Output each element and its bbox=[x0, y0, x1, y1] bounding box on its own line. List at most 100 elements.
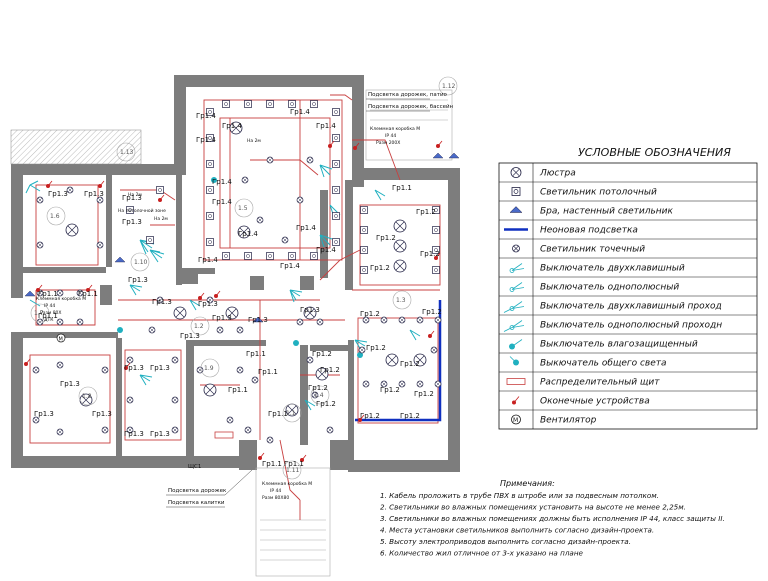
ceiling-light-icon bbox=[432, 246, 440, 254]
end-device-icon bbox=[434, 252, 441, 260]
ceiling-light-icon bbox=[206, 212, 214, 220]
note-item: 3. Светильники во влажных помещениях дол… bbox=[380, 514, 725, 523]
group-label: Гр1.1 bbox=[38, 290, 58, 298]
svg-text:1.1: 1.1 bbox=[286, 410, 296, 417]
chandelier-icon bbox=[79, 393, 93, 407]
legend-label: Выкючатель общего света bbox=[540, 359, 667, 369]
room-number-tag: 1.5 bbox=[234, 198, 254, 218]
group-label: Гр1.3 bbox=[212, 314, 232, 322]
waterproof-switches bbox=[117, 177, 363, 358]
ceiling-light-icon bbox=[146, 236, 154, 244]
ceiling-light-icon bbox=[332, 160, 340, 168]
room-number-tag: 1.1 bbox=[282, 403, 302, 423]
svg-text:1.3: 1.3 bbox=[396, 297, 406, 304]
spot-light-icon bbox=[101, 426, 109, 434]
box-bottom-3: Разм 80Х80 bbox=[262, 495, 289, 501]
ceiling-light-icon bbox=[360, 266, 368, 274]
box-left-4: ДТК bbox=[44, 317, 54, 323]
svg-text:1.13: 1.13 bbox=[120, 149, 134, 156]
room-numbers: 1.131.61.101.51.31.71.21.81.91.11.41.111… bbox=[30, 76, 458, 480]
switch-double-pass-icon bbox=[503, 301, 525, 313]
spot-light-icon bbox=[380, 380, 388, 388]
spot-light-icon bbox=[362, 380, 370, 388]
note-height-a: На 2м bbox=[247, 138, 261, 144]
notes: Примечания: 1. Кабель проложить в трубе … bbox=[380, 479, 725, 558]
group-label: Гр1.4 bbox=[222, 122, 242, 130]
group-label: Гр1.1 bbox=[258, 368, 278, 376]
chandelier-icon bbox=[225, 306, 239, 320]
spot-light-icon bbox=[96, 241, 104, 249]
end-device-icon bbox=[24, 358, 31, 366]
ceiling-light-icon bbox=[156, 186, 164, 194]
spot-light-icon bbox=[380, 316, 388, 324]
chandelier-icon bbox=[237, 225, 251, 239]
svg-text:1.9: 1.9 bbox=[204, 365, 214, 372]
spot-light-icon bbox=[76, 289, 84, 297]
group-label: Гр1.4 bbox=[238, 230, 258, 238]
note-item: 1. Кабель проложить в трубе ПВХ в штробе… bbox=[380, 491, 659, 500]
spot-light-icon bbox=[126, 396, 134, 404]
fan-icon: M bbox=[56, 333, 66, 343]
chandelier-icon bbox=[173, 306, 187, 320]
svg-text:1.12: 1.12 bbox=[442, 83, 456, 90]
spot-light-icon bbox=[316, 318, 324, 326]
group-label: Гр1.1 bbox=[262, 460, 282, 468]
group-label: Гр1.2 bbox=[312, 350, 332, 358]
ceiling-light-icon bbox=[126, 206, 134, 214]
end-device-icon bbox=[258, 452, 265, 460]
notes-heading: Примечания: bbox=[500, 479, 555, 488]
callout-top-2: Подсветка дорожек, бассейн bbox=[368, 103, 454, 110]
box-bottom-2: IP 44 bbox=[270, 488, 281, 494]
room-number-tag: 1.13 bbox=[116, 142, 136, 162]
svg-text:1.8: 1.8 bbox=[82, 393, 92, 400]
group-label: Гр1.1 bbox=[78, 290, 98, 298]
wiring bbox=[29, 94, 441, 520]
room-number-tag: 1.2 bbox=[190, 316, 210, 336]
wall-sconce-icon bbox=[24, 290, 36, 297]
spot-light-icon bbox=[66, 186, 74, 194]
legend-label: Оконечные устройства bbox=[540, 397, 650, 407]
spot-light-icon bbox=[236, 366, 244, 374]
walls bbox=[11, 75, 460, 472]
room-number-tag: 1.12 bbox=[438, 76, 458, 96]
svg-text:1.10: 1.10 bbox=[134, 259, 148, 266]
spot-light-icon bbox=[306, 156, 314, 164]
end-device-icon bbox=[46, 180, 53, 188]
ceiling-light-icon bbox=[222, 252, 230, 260]
spot-light-icon bbox=[241, 176, 249, 184]
ceiling-light-icon bbox=[288, 100, 296, 108]
chandelier-icon bbox=[510, 167, 522, 178]
svg-text:M: M bbox=[513, 417, 518, 424]
ceiling-light-icon bbox=[222, 100, 230, 108]
group-label: Гр1.2 bbox=[420, 250, 440, 258]
spot-light-icon bbox=[434, 316, 442, 324]
group-label: Гр1.2 bbox=[400, 360, 420, 368]
legend-label: Выключатель двухклавишный проход bbox=[540, 302, 722, 312]
group-label: Гр1.2 bbox=[360, 412, 380, 420]
legend-label: Выключатель двухклавишный bbox=[540, 264, 685, 274]
spot-light-icon bbox=[256, 216, 264, 224]
spot-light-icon bbox=[281, 236, 289, 244]
group-label: Гр1.3 bbox=[300, 306, 320, 314]
callout-bottom-2: Подсветка калитки bbox=[168, 500, 225, 506]
group-label: Гр1.2 bbox=[360, 310, 380, 318]
spot-light-icon bbox=[296, 318, 304, 326]
legend-label: Выключатель однополюсный проходн bbox=[540, 321, 722, 331]
room-number-tag: 1.9 bbox=[200, 358, 220, 378]
legend-label: Светильник точечный bbox=[540, 245, 645, 255]
note-item: 5. Высоту электроприводов выполнить согл… bbox=[380, 537, 631, 546]
group-label: Гр1.3 bbox=[122, 218, 142, 226]
room-number-tag: 1.10 bbox=[130, 252, 150, 272]
legend-label: Вентилятор bbox=[540, 416, 597, 426]
spot-light-icon bbox=[36, 241, 44, 249]
group-label: Гр1.4 bbox=[196, 136, 216, 144]
spot-light-icon bbox=[266, 156, 274, 164]
distribution-board bbox=[214, 431, 234, 439]
wall-sconce-icon bbox=[448, 152, 460, 159]
chandelier-icon bbox=[65, 223, 79, 237]
ceiling-light-icon bbox=[332, 238, 340, 246]
light-fixtures: M bbox=[24, 100, 460, 462]
note-item: 6. Количество жил отличное от 3-х указан… bbox=[380, 549, 584, 558]
